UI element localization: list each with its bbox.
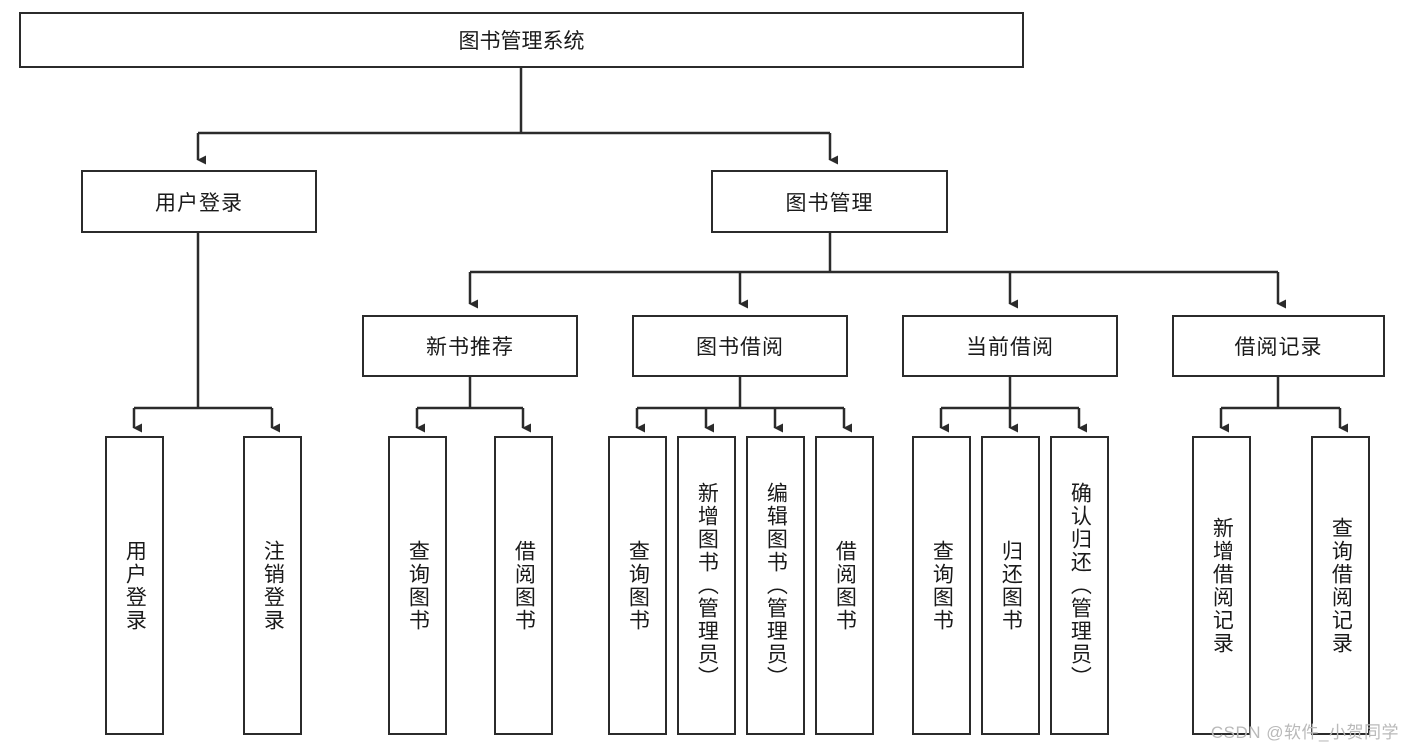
- node-book-management-label: 图书管理: [785, 191, 874, 215]
- leaf-borrow-edit-book-admin[interactable]: 编辑图书（管理员）: [746, 436, 805, 735]
- leaf-user-login-login[interactable]: 用户登录: [105, 436, 164, 735]
- node-borrow-record[interactable]: 借阅记录: [1172, 315, 1385, 377]
- node-new-book-recommend-label: 新书推荐: [426, 336, 514, 359]
- node-book-borrow-label: 图书借阅: [696, 336, 784, 359]
- leaf-user-login-logout[interactable]: 注销登录: [243, 436, 302, 735]
- leaf-recommend-borrow-book[interactable]: 借阅图书: [494, 436, 553, 735]
- node-root[interactable]: 图书管理系统: [19, 12, 1024, 68]
- leaf-current-query-book[interactable]: 查询图书: [912, 436, 971, 735]
- node-borrow-record-label: 借阅记录: [1234, 336, 1323, 359]
- node-current-borrow-label: 当前借阅: [966, 336, 1054, 359]
- leaf-label: 注销登录: [261, 539, 285, 632]
- leaf-record-add-record[interactable]: 新增借阅记录: [1192, 436, 1251, 735]
- node-new-book-recommend[interactable]: 新书推荐: [362, 315, 578, 377]
- leaf-current-return-book[interactable]: 归还图书: [981, 436, 1040, 735]
- leaf-current-confirm-return-admin[interactable]: 确认归还（管理员）: [1050, 436, 1109, 735]
- leaf-label: 查询图书: [930, 539, 954, 632]
- node-current-borrow[interactable]: 当前借阅: [902, 315, 1118, 377]
- leaf-borrow-query-book[interactable]: 查询图书: [608, 436, 667, 735]
- leaf-label: 查询图书: [626, 539, 650, 632]
- leaf-recommend-query-book[interactable]: 查询图书: [388, 436, 447, 735]
- leaf-label: 借阅图书: [512, 539, 536, 632]
- watermark: CSDN @软件_小贺同学: [1210, 723, 1399, 742]
- leaf-label: 查询图书: [406, 539, 430, 632]
- leaf-label: 归还图书: [999, 539, 1023, 632]
- leaf-label: 用户登录: [123, 539, 147, 632]
- node-book-borrow[interactable]: 图书借阅: [632, 315, 848, 377]
- leaf-label: 查询借阅记录: [1329, 516, 1353, 655]
- node-user-login[interactable]: 用户登录: [81, 170, 317, 233]
- leaf-label: 确认归还（管理员）: [1068, 482, 1092, 689]
- leaf-label: 借阅图书: [833, 539, 857, 632]
- node-root-label: 图书管理系统: [458, 30, 585, 53]
- node-book-management[interactable]: 图书管理: [711, 170, 948, 233]
- leaf-borrow-borrow-book[interactable]: 借阅图书: [815, 436, 874, 735]
- leaf-borrow-add-book-admin[interactable]: 新增图书（管理员）: [677, 436, 736, 735]
- leaf-label: 编辑图书（管理员）: [764, 482, 788, 689]
- leaf-label: 新增借阅记录: [1210, 516, 1234, 655]
- node-user-login-label: 用户登录: [155, 191, 243, 215]
- leaf-label: 新增图书（管理员）: [695, 482, 719, 689]
- leaf-record-query-record[interactable]: 查询借阅记录: [1311, 436, 1370, 735]
